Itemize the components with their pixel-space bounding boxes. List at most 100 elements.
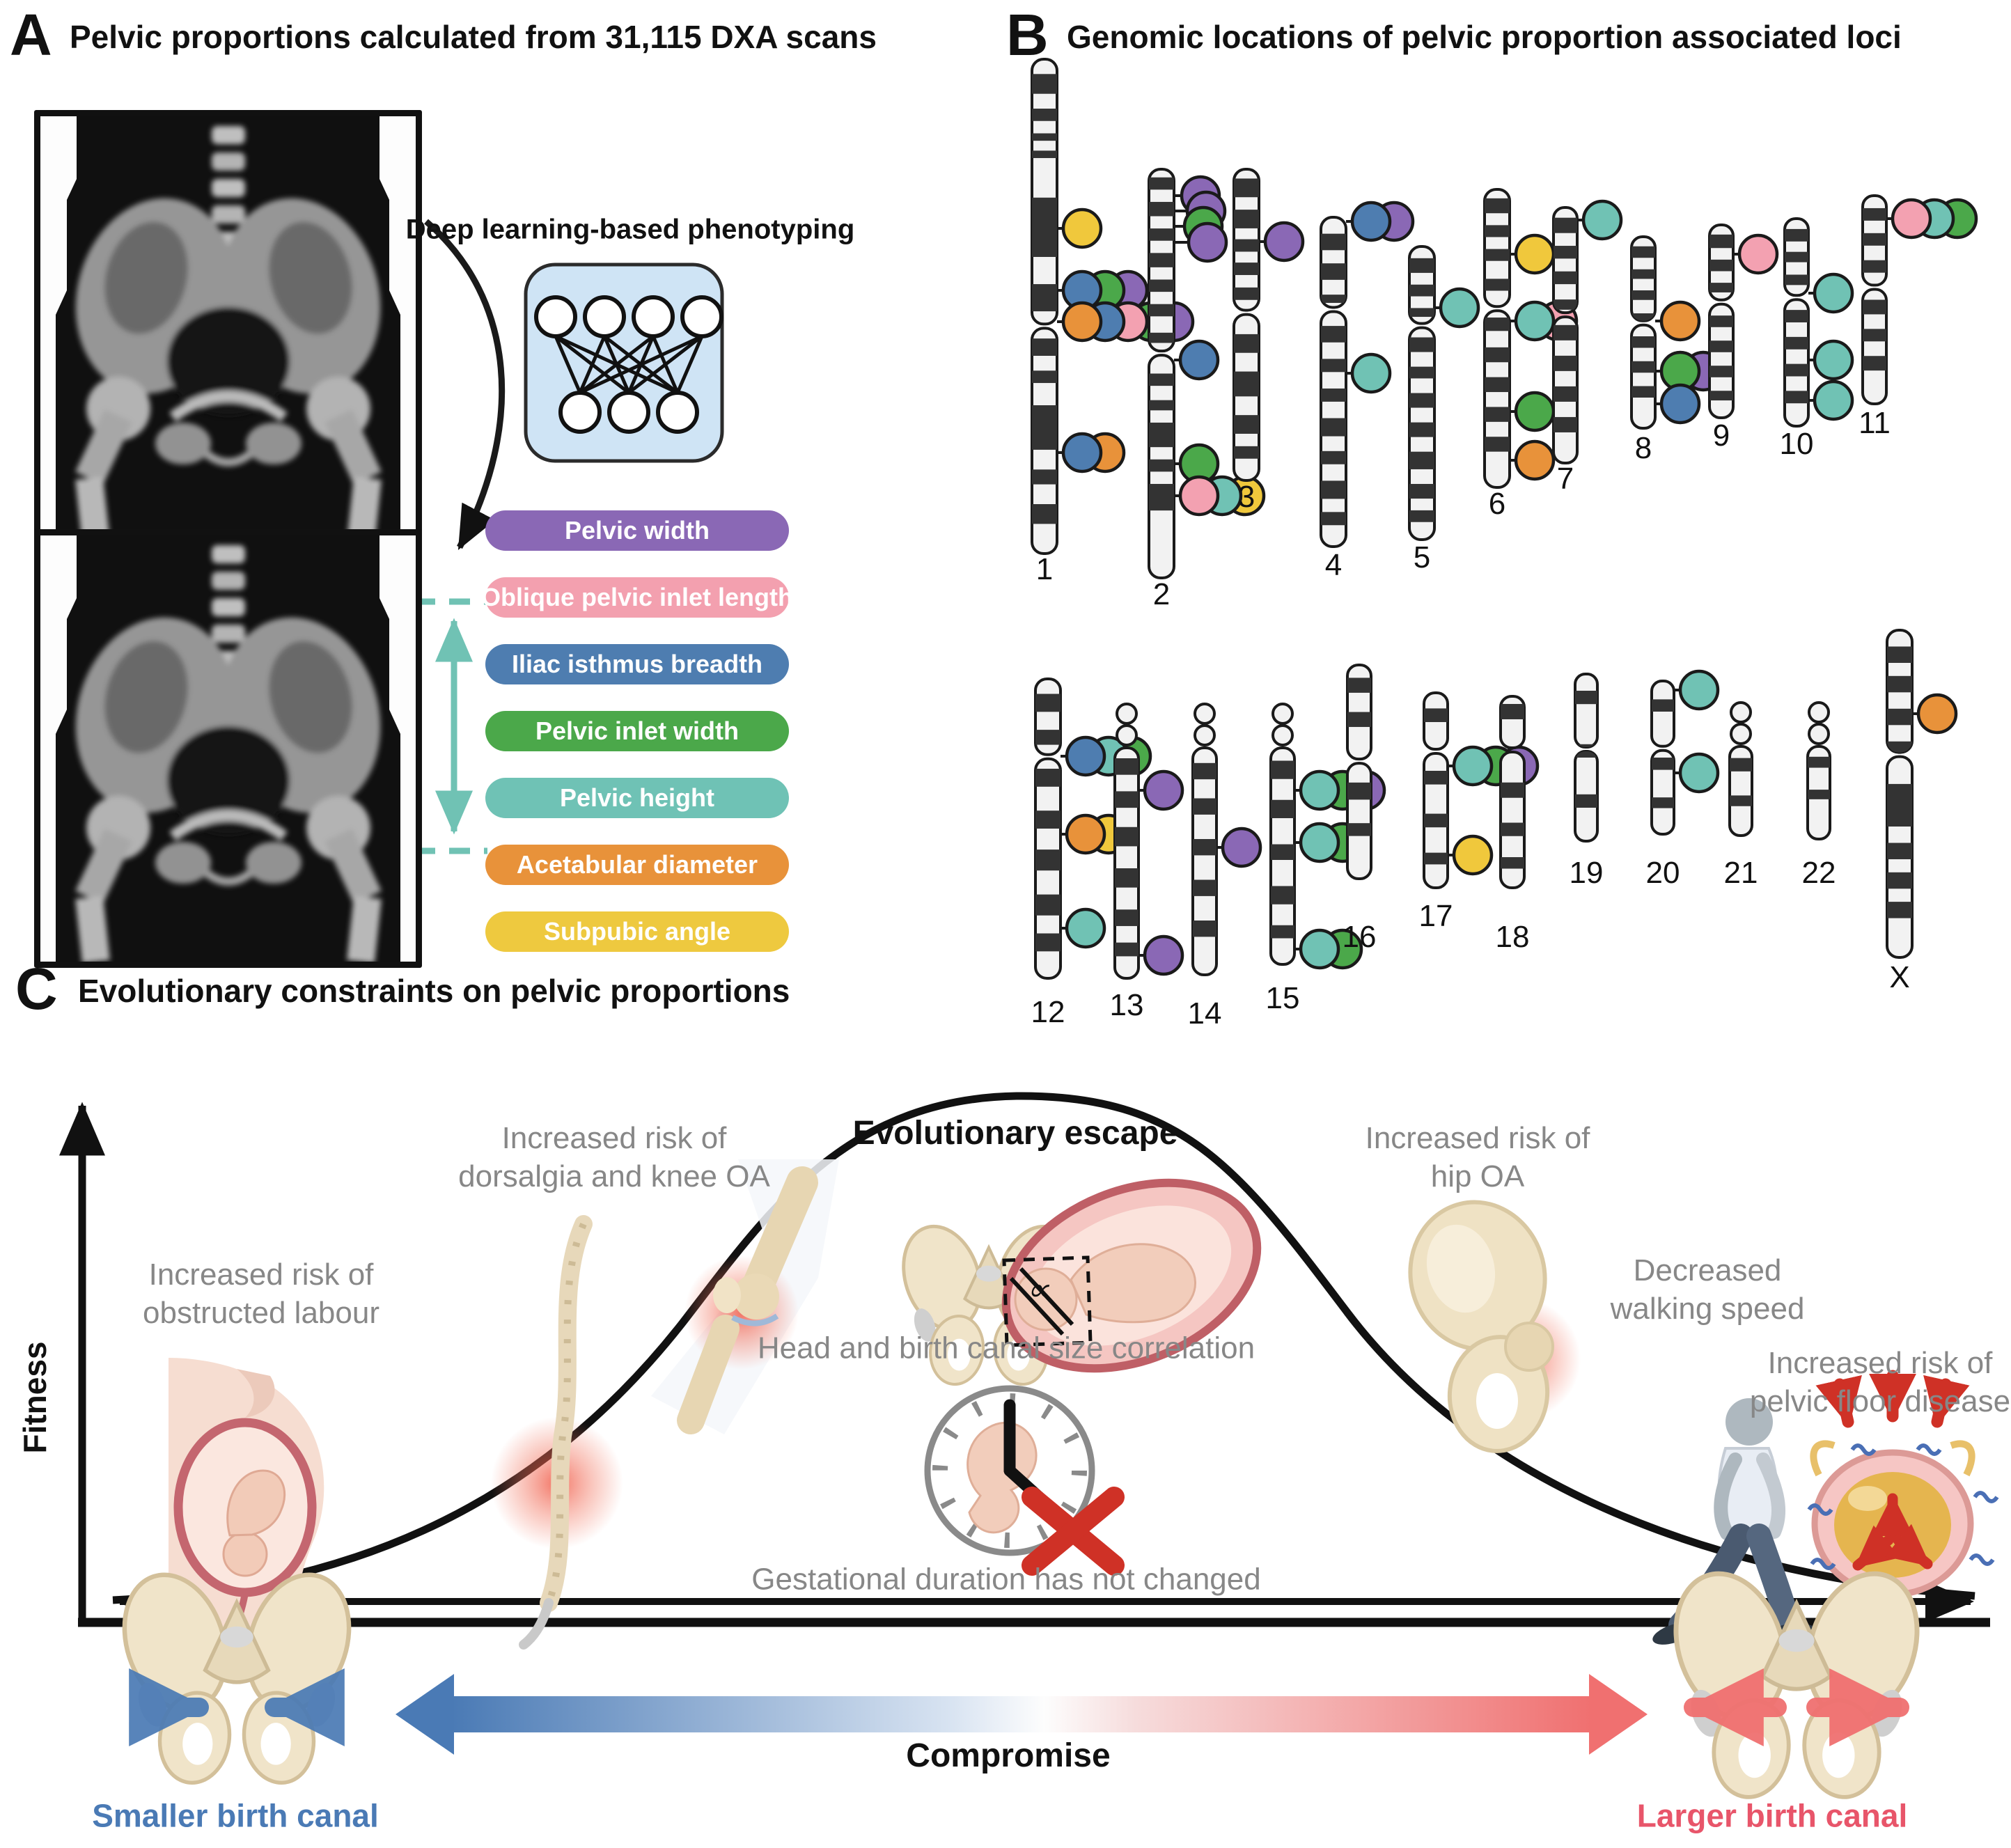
pressure-arrows-icon — [1815, 1370, 1970, 1428]
dl-arrow — [424, 219, 506, 550]
pregnant-woman-illustration — [169, 1358, 324, 1638]
svg-text:10: 10 — [1780, 427, 1814, 461]
locus-dot-purple — [1221, 827, 1262, 868]
chromosome-4: 4 — [1320, 201, 1415, 582]
panel-c-letter: C — [15, 956, 58, 1021]
alpha-symbol: ∝ — [1026, 1271, 1049, 1308]
panel-a-letter: A — [10, 2, 52, 68]
legend-pill-iliac-isthmus-breadth: Iliac isthmus breadth — [485, 644, 789, 684]
legend-pill-pelvic-inlet-width: Pelvic inlet width — [485, 711, 789, 751]
svg-text:9: 9 — [1713, 418, 1730, 453]
svg-text:5: 5 — [1414, 540, 1430, 574]
chromosome-9: 9 — [1708, 224, 1779, 453]
svg-text:11: 11 — [1859, 406, 1891, 440]
locus-dot-purple — [1143, 769, 1184, 811]
locus-dot-orange — [1514, 439, 1556, 481]
svg-text:17: 17 — [1419, 899, 1453, 933]
chromosome-19: 19 — [1570, 673, 1603, 890]
chromosome-3: 3 — [1233, 168, 1305, 514]
chromosome-5: 5 — [1408, 245, 1480, 574]
locus-dot-purple — [1263, 221, 1305, 263]
svg-text:12: 12 — [1031, 995, 1065, 1029]
locus-dot-teal — [1452, 745, 1494, 787]
locus-dot-orange — [1916, 693, 1958, 735]
locus-dot-blue — [1659, 383, 1701, 425]
compromise-arrow — [396, 1674, 1648, 1755]
locus-dot-yellow — [1514, 233, 1556, 275]
svg-text:21: 21 — [1724, 856, 1758, 890]
svg-text:7: 7 — [1557, 462, 1574, 496]
locus-dot-teal — [1350, 352, 1392, 394]
svg-text:2: 2 — [1153, 577, 1170, 611]
dxa-scan-image — [34, 110, 422, 549]
knee-illustration — [651, 1159, 839, 1434]
locus-dot-yellow — [1061, 207, 1103, 249]
svg-text:20: 20 — [1646, 856, 1680, 890]
svg-text:4: 4 — [1325, 548, 1342, 582]
annotation-compromise: Compromise — [906, 1737, 1111, 1774]
pelvis-fetus-illustration — [891, 1178, 1262, 1403]
panel-c-title: Evolutionary constraints on pelvic propo… — [78, 973, 790, 1009]
locus-dot-blue — [1061, 432, 1103, 473]
annotation-gestational-duration: Gestational duration has not changed — [751, 1562, 1261, 1597]
chromosome-14: 14 — [1188, 703, 1262, 1031]
annotation-smaller-birth-canal: Smaller birth canal — [92, 1797, 379, 1834]
chromosome-21: 21 — [1724, 701, 1758, 890]
dl-caption: Deep learning-based phenotyping — [405, 214, 855, 245]
annotation-evolutionary-escape: Evolutionary escape — [852, 1115, 1178, 1152]
chromosome-20: 20 — [1646, 669, 1720, 890]
locus-dot-teal — [1813, 272, 1854, 314]
locus-dot-pink — [1178, 475, 1220, 517]
fitness-axis-label: Fitness — [17, 1341, 53, 1454]
svg-text:14: 14 — [1188, 996, 1222, 1031]
svg-text:8: 8 — [1635, 431, 1652, 465]
locus-dot-teal — [1299, 928, 1340, 970]
legend-pill-pelvic-width: Pelvic width — [485, 510, 789, 551]
locus-dot-green — [1514, 391, 1556, 432]
locus-dot-teal — [1065, 907, 1106, 949]
locus-dot-teal — [1439, 287, 1480, 329]
legend-pill-acetabular-diameter: Acetabular diameter — [485, 845, 789, 885]
panel-a-title: Pelvic proportions calculated from 31,11… — [70, 19, 877, 55]
legend-pill-oblique-pelvic-inlet-length: Oblique pelvic inlet length — [481, 577, 793, 618]
locus-dot-orange — [1065, 813, 1106, 855]
chromosome-12: 12 — [1031, 678, 1152, 1029]
locus-dot-blue — [1178, 339, 1220, 381]
locus-dot-purple — [1143, 934, 1184, 976]
annotation-head-canal-correlation: Head and birth canal size correlation — [757, 1331, 1255, 1365]
chromosome-22: 22 — [1802, 701, 1836, 890]
locus-dot-orange — [1659, 300, 1701, 342]
svg-text:X: X — [1889, 960, 1909, 994]
locus-dot-yellow — [1452, 834, 1494, 876]
svg-text:6: 6 — [1489, 487, 1505, 521]
svg-text:13: 13 — [1110, 988, 1144, 1022]
svg-text:15: 15 — [1266, 981, 1300, 1015]
legend-pill-pelvic-height: Pelvic height — [485, 778, 789, 818]
annotation-larger-birth-canal: Larger birth canal — [1636, 1797, 1908, 1834]
panel-b-title: Genomic locations of pelvic proportion a… — [1067, 19, 1902, 55]
svg-text:22: 22 — [1802, 856, 1836, 890]
chromosome-6: 6 — [1483, 188, 1579, 521]
legend-pill-subpubic-angle: Subpubic angle — [485, 911, 789, 952]
chromosome-10: 10 — [1780, 217, 1854, 461]
locus-dot-teal — [1581, 199, 1623, 241]
panel-b-letter: B — [1006, 2, 1049, 68]
locus-dot-teal — [1514, 300, 1556, 342]
locus-dot-blue — [1065, 735, 1106, 777]
spine-illustration — [491, 1215, 623, 1650]
svg-text:16: 16 — [1343, 920, 1377, 954]
clock-illustration — [924, 1385, 1125, 1576]
chromosome-18: 18 — [1496, 695, 1530, 954]
red-x-icon — [1022, 1487, 1125, 1576]
svg-text:18: 18 — [1496, 920, 1530, 954]
chromosome-16: 16 — [1343, 664, 1377, 954]
pelvis-small-icon — [108, 1562, 366, 1787]
locus-dot-teal — [1813, 379, 1854, 421]
